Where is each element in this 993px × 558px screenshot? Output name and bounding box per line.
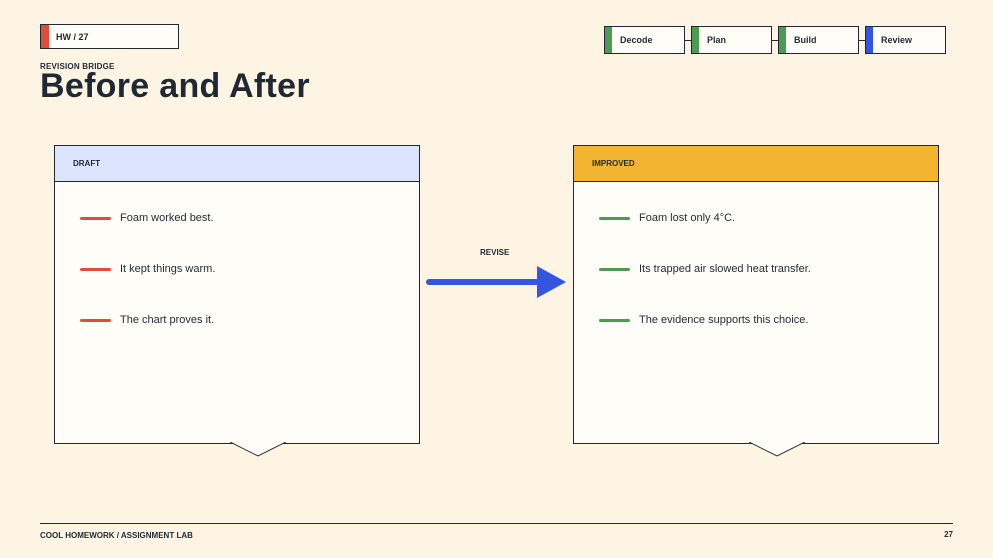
step-connector (859, 39, 865, 41)
step-review-marker (866, 27, 873, 53)
step-decode-marker (605, 27, 612, 53)
step-plan-marker (692, 27, 699, 53)
improved-card: IMPROVED Foam lost only 4°C. Its trapped… (573, 145, 939, 457)
improved-item: Its trapped air slowed heat transfer. (574, 262, 938, 313)
improved-item-text: Foam lost only 4°C. (639, 212, 736, 224)
improved-card-title: IMPROVED (574, 146, 938, 182)
draft-item: The chart proves it. (55, 313, 419, 364)
homework-tag: HW / 27 (40, 24, 179, 49)
draft-list: Foam worked best. It kept things warm. T… (55, 182, 419, 364)
step-decode-label: Decode (620, 35, 653, 45)
step-review-label: Review (881, 35, 913, 45)
improved-item: The evidence supports this choice. (574, 313, 938, 364)
step-build-marker (779, 27, 786, 53)
homework-tag-accent (41, 25, 49, 48)
dash-marker (80, 217, 111, 220)
step-connector (772, 39, 778, 41)
improved-item: Foam lost only 4°C. (574, 211, 938, 262)
draft-item-text: It kept things warm. (120, 263, 216, 275)
page-number: 27 (944, 530, 953, 539)
draft-card: DRAFT Foam worked best. It kept things w… (54, 145, 420, 457)
improved-item-text: The evidence supports this choice. (639, 314, 809, 326)
revise-label: REVISE (480, 248, 510, 257)
improved-list: Foam lost only 4°C. Its trapped air slow… (574, 182, 938, 364)
step-build[interactable]: Build (778, 26, 859, 54)
step-build-label: Build (794, 35, 817, 45)
dash-marker (599, 217, 630, 220)
draft-item-text: The chart proves it. (120, 314, 215, 326)
dash-marker (80, 319, 111, 322)
page-kicker: REVISION BRIDGE (40, 62, 115, 71)
footer-course-name: COOL HOMEWORK / ASSIGNMENT LAB (40, 531, 193, 540)
dash-marker (80, 268, 111, 271)
step-decode[interactable]: Decode (604, 26, 685, 54)
draft-item: Foam worked best. (55, 211, 419, 262)
step-connector (685, 39, 691, 41)
dash-marker (599, 319, 630, 322)
speech-notch (230, 442, 286, 457)
page-title: Before and After (40, 67, 310, 105)
step-review[interactable]: Review (865, 26, 946, 54)
progress-steps: Decode Plan Build Review (604, 26, 946, 54)
dash-marker (599, 268, 630, 271)
right-arrow-icon (426, 266, 566, 298)
step-plan-label: Plan (707, 35, 727, 45)
footer-divider (40, 523, 953, 524)
draft-item: It kept things warm. (55, 262, 419, 313)
improved-item-text: Its trapped air slowed heat transfer. (639, 263, 811, 275)
draft-item-text: Foam worked best. (120, 212, 214, 224)
speech-notch (749, 442, 805, 457)
step-plan[interactable]: Plan (691, 26, 772, 54)
draft-card-title: DRAFT (55, 146, 419, 182)
homework-tag-label: HW / 27 (56, 31, 89, 42)
